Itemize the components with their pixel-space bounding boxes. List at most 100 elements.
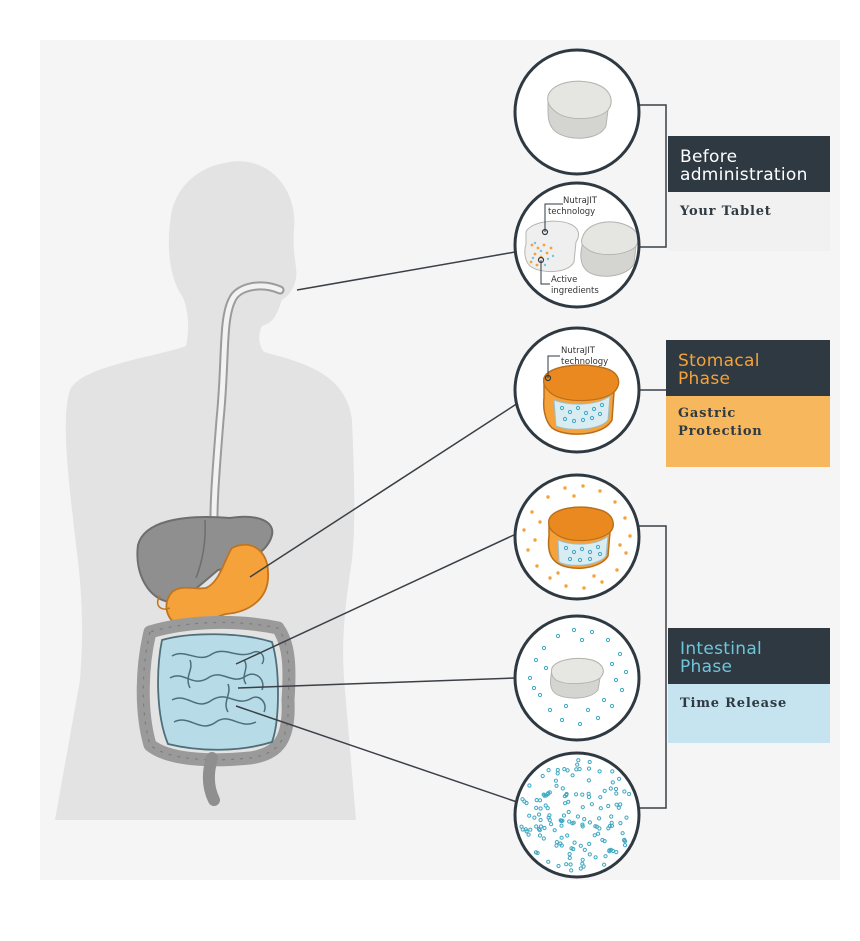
released-particle — [609, 814, 614, 819]
released-particle — [609, 820, 614, 825]
before-administration-title: Before administration — [668, 136, 830, 192]
intestinal-title-line1: Intestinal — [680, 639, 763, 659]
ingredients-label: ingredients — [551, 286, 599, 296]
nutrajit-label-2: NutraJIT — [561, 346, 596, 356]
released-particle — [575, 814, 581, 819]
released-particle — [586, 778, 592, 783]
released-particle — [603, 854, 608, 859]
released-particle — [556, 863, 561, 869]
active-label: Active — [551, 275, 577, 285]
nutrajit-label: NutraJIT — [563, 196, 598, 206]
released-particle — [589, 802, 595, 807]
gastric-protection-subtitle: Gastric Protection — [666, 396, 830, 467]
time-release-text: Time Release — [680, 696, 788, 711]
protection-text: Protection — [678, 424, 763, 439]
released-particle — [572, 840, 577, 845]
released-particle — [528, 827, 533, 832]
released-particle — [608, 786, 613, 791]
gastric-text: Gastric — [678, 406, 737, 421]
stomacal-phase-title: Stomacal Phase — [666, 340, 830, 396]
released-particle — [580, 792, 585, 797]
released-particle — [549, 822, 554, 827]
rectum — [202, 752, 220, 806]
released-particle — [537, 833, 543, 838]
released-particle — [554, 783, 559, 788]
your-tablet-subtitle: Your Tablet — [668, 192, 830, 251]
released-particle — [587, 841, 592, 847]
released-particle — [532, 815, 537, 820]
human-silhouette — [55, 161, 356, 820]
released-particle — [592, 833, 597, 838]
released-particle — [614, 850, 619, 855]
released-particle — [552, 828, 557, 833]
your-tablet-text: Your Tablet — [680, 204, 772, 219]
released-particle — [582, 847, 587, 853]
released-particle — [580, 861, 585, 866]
released-particle — [602, 788, 607, 794]
released-particle — [540, 773, 545, 779]
released-particle — [519, 824, 524, 829]
released-particle — [606, 803, 611, 809]
released-particle — [574, 792, 579, 797]
circle-fully-released — [513, 751, 641, 879]
released-particle — [565, 768, 570, 773]
released-particle — [578, 866, 583, 871]
released-particle — [534, 798, 539, 803]
released-particle — [570, 821, 575, 826]
released-particle — [580, 805, 585, 810]
released-particle — [559, 835, 564, 840]
released-particle — [534, 824, 539, 829]
released-particle — [538, 824, 544, 829]
released-particle — [607, 848, 612, 853]
released-particle — [613, 786, 619, 792]
released-particle — [524, 829, 529, 834]
intestinal-title-line2: Phase — [680, 657, 733, 677]
released-particle — [554, 843, 559, 848]
time-release-subtitle: Time Release — [668, 684, 830, 743]
released-particle — [593, 824, 598, 829]
released-particle — [566, 809, 571, 815]
released-particle — [576, 758, 581, 763]
circle-tablet — [513, 48, 641, 176]
released-particle — [593, 855, 598, 860]
released-particle — [587, 759, 592, 765]
released-particle — [569, 846, 574, 851]
before-administration-panel: Before administration Your Tablet — [668, 136, 830, 251]
released-particle — [534, 805, 539, 811]
released-particle — [558, 841, 563, 846]
released-particle — [620, 831, 625, 836]
released-particle — [586, 766, 592, 771]
released-particle — [582, 817, 587, 822]
nutrajit-dots — [529, 243, 553, 267]
released-particle — [546, 859, 551, 864]
released-particle — [597, 826, 602, 831]
circle-tablet-structure: NutraJIT technology Active ingredients — [513, 181, 641, 309]
released-particle — [553, 778, 559, 783]
stomacal-title-line2: Phase — [678, 369, 731, 389]
released-particle — [542, 825, 547, 831]
large-intestine — [136, 615, 296, 767]
released-particle — [546, 815, 551, 820]
released-particle — [580, 822, 585, 827]
circle-releasing-tablet — [513, 473, 641, 601]
released-particle — [610, 769, 615, 774]
released-particle — [535, 850, 540, 856]
connector-lines — [235, 251, 519, 803]
released-particle — [567, 855, 572, 861]
released-particle — [561, 813, 567, 818]
released-particle — [600, 837, 605, 843]
released-particle — [597, 769, 602, 774]
released-particle — [555, 767, 560, 773]
teal-particles-sparse — [527, 627, 629, 727]
before-title-line1: Before — [680, 147, 738, 167]
released-particle — [597, 816, 602, 821]
released-particle — [568, 862, 573, 867]
bracket-lines — [639, 104, 667, 809]
released-particle — [587, 820, 593, 825]
released-particle — [559, 818, 564, 824]
released-particle — [567, 819, 572, 824]
released-particle — [622, 843, 628, 848]
released-particle — [536, 812, 542, 817]
before-title-line2: administration — [680, 165, 808, 185]
